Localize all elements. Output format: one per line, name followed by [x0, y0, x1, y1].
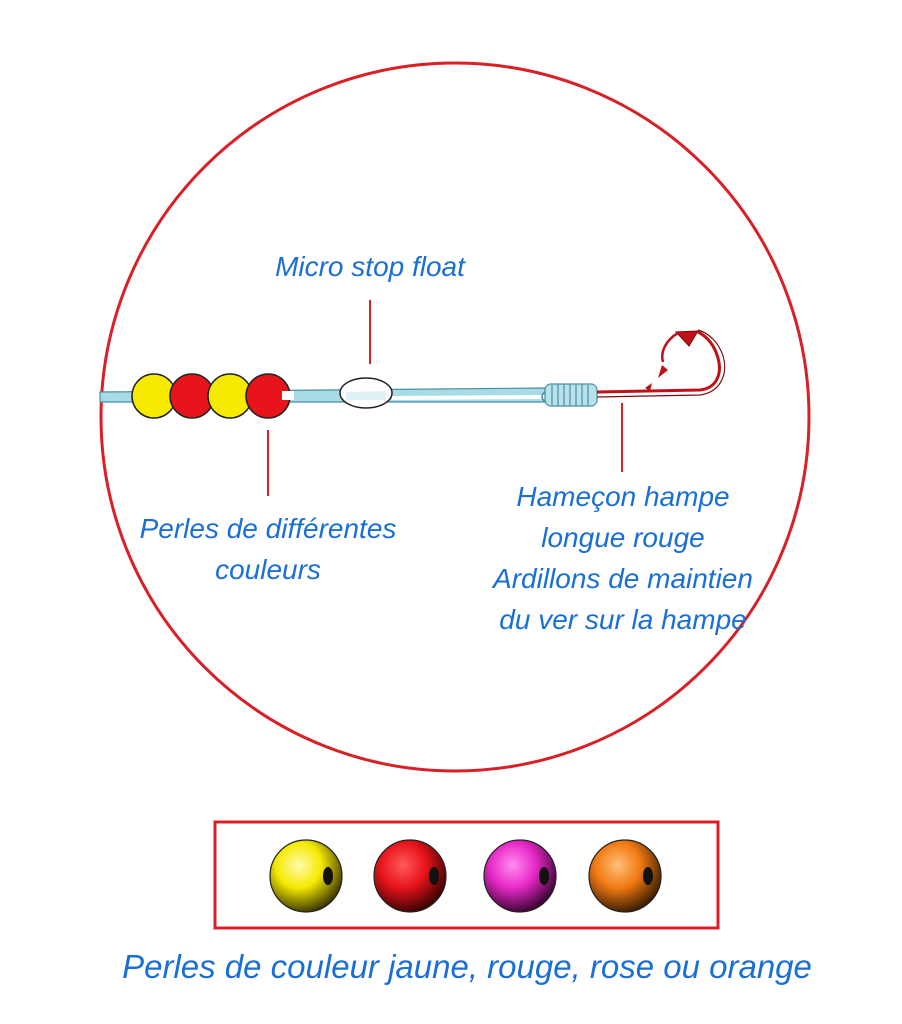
beads-label-line2: couleurs — [215, 554, 321, 585]
stop-float — [339, 377, 546, 409]
hook-label-line4: du ver sur la hampe — [499, 604, 746, 635]
caption: Perles de couleur jaune, rouge, rose ou … — [122, 948, 812, 985]
hook-label-line1: Hameçon hampe — [516, 481, 729, 512]
hook-knot — [541, 383, 598, 407]
hook-label-line3: Ardillons de maintien — [491, 563, 753, 594]
hook-label-line2: longue rouge — [541, 522, 704, 553]
bead-swatch-pink — [483, 839, 557, 913]
bead-swatch-orange — [588, 839, 662, 913]
detail-circle — [99, 61, 811, 773]
bead-swatch-red — [373, 839, 447, 913]
bead-swatch-yellow — [269, 839, 343, 913]
stop-float-label: Micro stop float — [275, 251, 466, 282]
beads-on-line — [131, 373, 294, 419]
hook — [596, 329, 726, 398]
beads-label-line1: Perles de différentes — [140, 513, 397, 544]
